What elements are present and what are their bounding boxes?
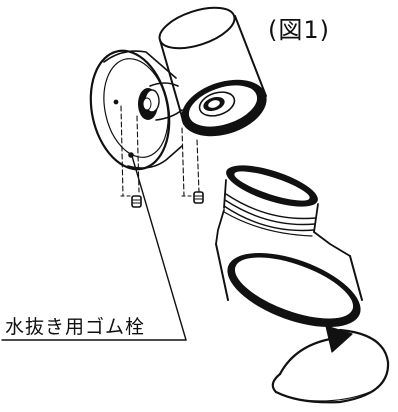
screw-guides bbox=[120, 105, 200, 197]
swivel-joint bbox=[138, 82, 183, 121]
wall-base-plate bbox=[89, 49, 183, 171]
glass-cover bbox=[215, 165, 363, 327]
lamp-head bbox=[158, 6, 267, 137]
screw-right bbox=[193, 191, 204, 204]
callout-leader bbox=[1, 155, 187, 341]
rotation-arrow bbox=[271, 325, 390, 404]
screw-left bbox=[131, 195, 142, 208]
callout-label: 水抜き用ゴム栓 bbox=[5, 316, 146, 338]
figure-title: (図1) bbox=[268, 16, 330, 44]
